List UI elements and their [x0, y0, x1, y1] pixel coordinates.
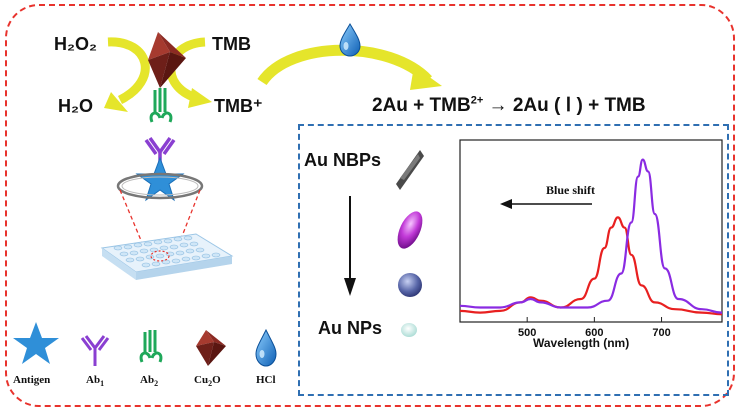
ab1-antibody — [144, 136, 176, 162]
au-np-particle — [401, 323, 417, 337]
equation-left-charge: 2+ — [470, 94, 484, 107]
legend-hcl-label: HCl — [256, 374, 276, 386]
x-tick-label: 700 — [652, 327, 670, 339]
h2o-label: H₂O — [58, 96, 93, 116]
legend-ab2-icon — [139, 330, 163, 363]
legend-ab1-label: Ab1 — [86, 374, 105, 389]
tmb-plus-label: TMB⁺ — [214, 96, 263, 116]
h2o2-label: H₂O₂ — [54, 34, 97, 54]
ab2-antibody — [149, 88, 173, 123]
blue-shift-label: Blue shift — [546, 183, 596, 197]
equation-arrow: → — [488, 95, 508, 116]
reaction-equation: 2Au + TMB2+ → 2Au ( Ⅰ ) + TMB — [372, 94, 646, 117]
spectrum-plot-frame — [459, 139, 723, 323]
equation-left: 2Au + TMB — [372, 95, 471, 116]
legend-antigen-icon — [13, 322, 59, 364]
x-tick-label: 500 — [518, 327, 536, 339]
tmb-label: TMB — [212, 34, 251, 54]
legend-ab1-icon — [80, 335, 110, 366]
spectrum-series-2 — [459, 158, 723, 314]
spectrum-panel — [298, 124, 729, 396]
hcl-droplet — [339, 23, 361, 57]
well-ring — [116, 172, 204, 200]
blue-particle — [398, 273, 422, 297]
au-nps-label: Au NPs — [318, 318, 383, 338]
h2o2-to-h2o-arrow — [104, 37, 150, 112]
microplate — [100, 233, 234, 280]
legend-ab2-label: Ab2 — [140, 374, 159, 389]
x-axis-label: Wavelength (nm) — [533, 336, 630, 350]
au-nbps-label: Au NBPs — [304, 150, 382, 170]
equation-right: 2Au ( Ⅰ ) + TMB — [512, 95, 646, 116]
purple-particle — [397, 211, 423, 249]
legend-cu2o-icon — [196, 330, 226, 366]
legend-antigen-label: Antigen — [13, 374, 51, 386]
transform-arrow — [344, 196, 356, 296]
cu2o-octahedron — [148, 32, 186, 88]
x-tick-label: 600 — [585, 327, 603, 339]
legend-cu2o-label: Cu2O — [194, 374, 221, 389]
outer-frame — [5, 4, 735, 407]
legend-hcl-icon — [255, 328, 277, 367]
